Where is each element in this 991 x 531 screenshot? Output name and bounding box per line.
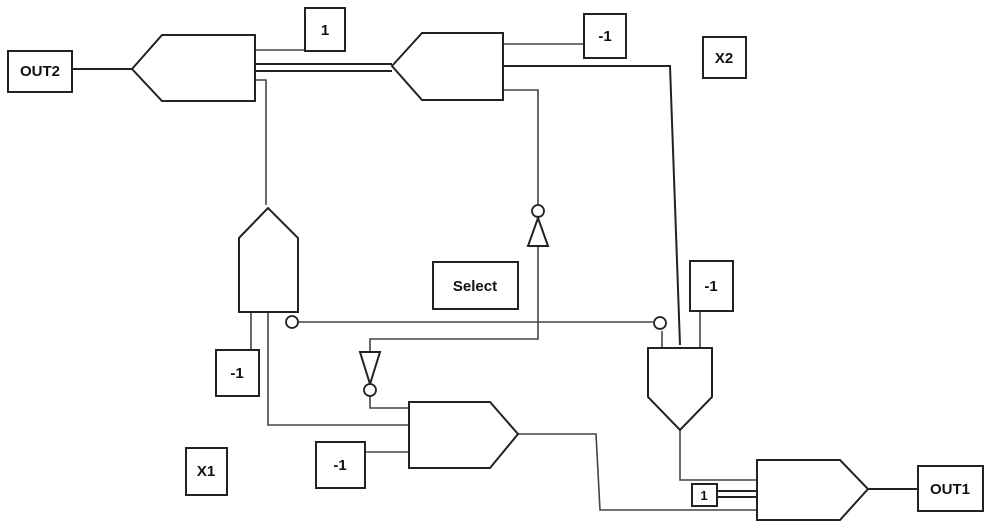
wire-select-down bbox=[369, 246, 539, 352]
select-box bbox=[432, 261, 519, 310]
const-right-neg1-box bbox=[689, 260, 734, 312]
gate-left-vertical bbox=[238, 206, 299, 313]
wire-bottom-out bbox=[518, 433, 757, 511]
inverter-bottom bbox=[358, 351, 382, 388]
inverters bbox=[285, 204, 667, 397]
bubble-right bbox=[653, 316, 667, 330]
wire-select-top bbox=[503, 89, 539, 205]
const-top-neg1-label: -1 bbox=[598, 28, 611, 45]
x1-label: X1 bbox=[197, 463, 215, 480]
const-bottom-1-label: 1 bbox=[700, 488, 707, 503]
gate-right-vertical bbox=[647, 347, 713, 432]
out2-box bbox=[7, 50, 73, 93]
x1-box bbox=[185, 447, 228, 496]
const-top-1-label: 1 bbox=[321, 22, 329, 39]
wire-x2-path bbox=[503, 65, 681, 346]
gate-top-right bbox=[390, 32, 504, 101]
out1-box bbox=[917, 465, 984, 512]
gates bbox=[130, 32, 870, 521]
x2-label: X2 bbox=[715, 50, 733, 67]
const-bottom-neg1-label: -1 bbox=[333, 457, 346, 474]
wire-inverter-to-bottom bbox=[369, 396, 409, 409]
x2-box bbox=[702, 36, 747, 79]
wires bbox=[72, 43, 918, 511]
const-left-neg1-label: -1 bbox=[230, 365, 243, 382]
out2-label: OUT2 bbox=[20, 63, 60, 80]
inverter-bottom-bubble bbox=[363, 383, 377, 397]
const-right-neg1-label: -1 bbox=[704, 278, 717, 295]
wire-left-to-bottom bbox=[267, 312, 409, 426]
wire-left-vertical bbox=[255, 79, 267, 205]
select-label: Select bbox=[453, 278, 497, 295]
out1-label: OUT1 bbox=[930, 481, 970, 498]
gate-bottom bbox=[408, 401, 520, 469]
label-boxes: OUT2 1 -1 X2 Select -1 -1 X1 -1 1 OUT1 bbox=[7, 7, 984, 512]
const-top-1-box bbox=[304, 7, 346, 52]
const-left-neg1-box bbox=[215, 349, 260, 397]
bubble-left bbox=[285, 315, 299, 329]
gate-out1 bbox=[756, 459, 870, 521]
const-top-neg1-box bbox=[583, 13, 627, 59]
const-bottom-1-box bbox=[691, 483, 718, 507]
inverter-top bbox=[526, 215, 550, 247]
wire-right-out bbox=[679, 430, 757, 481]
const-bottom-neg1-box bbox=[315, 441, 366, 489]
gate-top-left bbox=[130, 34, 256, 102]
